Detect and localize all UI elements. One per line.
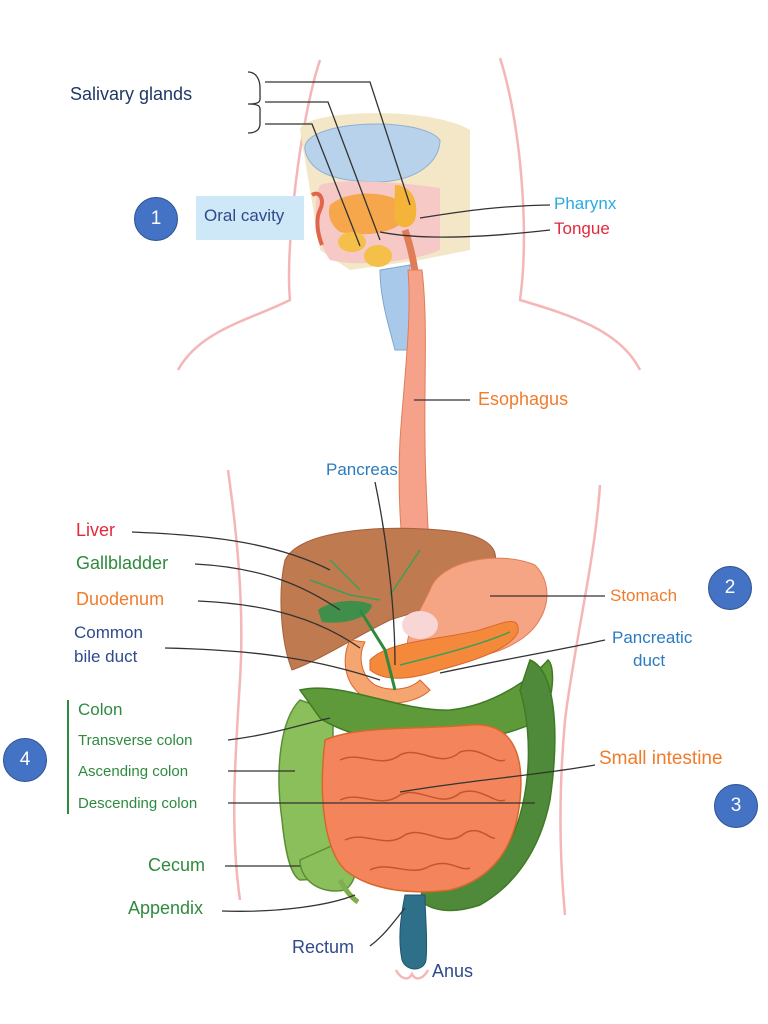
- pancreatic-duct-line: [399, 631, 511, 666]
- label-pharynx: Pharynx: [554, 194, 617, 213]
- label-esophagus: Esophagus: [478, 389, 569, 409]
- label-duodenum: Duodenum: [76, 589, 165, 609]
- leader-lines: [131, 71, 606, 947]
- label-common-bile-duct-line2: bile duct: [74, 647, 138, 666]
- badge-2: 2: [708, 566, 752, 610]
- badge-3: 3: [714, 784, 758, 828]
- label-oral-cavity: Oral cavity: [204, 206, 285, 225]
- label-liver: Liver: [76, 520, 116, 540]
- rectum-shape: [399, 894, 428, 970]
- label-tongue: Tongue: [554, 219, 610, 238]
- body-outline: [176, 57, 642, 980]
- bile-duct-line: [358, 609, 397, 691]
- head-organs: [300, 113, 470, 351]
- label-gallbladder: Gallbladder: [76, 553, 169, 573]
- label-descending-colon: Descending colon: [78, 795, 198, 812]
- gallbladder-shape: [318, 600, 372, 623]
- label-transverse-colon: Transverse colon: [78, 732, 193, 749]
- badge-1: 1: [134, 197, 178, 241]
- label-appendix: Appendix: [128, 898, 204, 918]
- label-rectum: Rectum: [292, 937, 355, 957]
- label-common-bile-duct-line1: Common: [74, 623, 143, 642]
- duodenum-shape: [344, 639, 431, 704]
- label-pancreatic-duct-line1: Pancreatic: [612, 628, 693, 647]
- small-intestine-shape: [321, 724, 522, 893]
- pancreas-shape: [369, 621, 519, 679]
- label-salivary-glands: Salivary glands: [70, 84, 193, 104]
- label-pancreatic-duct-line2: duct: [633, 651, 666, 670]
- oral-cavity-highlight: [196, 196, 304, 240]
- label-anus: Anus: [432, 961, 474, 981]
- label-pancreas: Pancreas: [326, 460, 398, 479]
- liver-vessels: [309, 549, 421, 601]
- label-stomach: Stomach: [610, 586, 678, 605]
- badge-4: 4: [3, 738, 47, 782]
- label-colon: Colon: [78, 700, 123, 719]
- label-cecum: Cecum: [148, 855, 206, 875]
- label-ascending-colon: Ascending colon: [78, 763, 189, 780]
- label-small-intestine: Small intestine: [599, 748, 723, 769]
